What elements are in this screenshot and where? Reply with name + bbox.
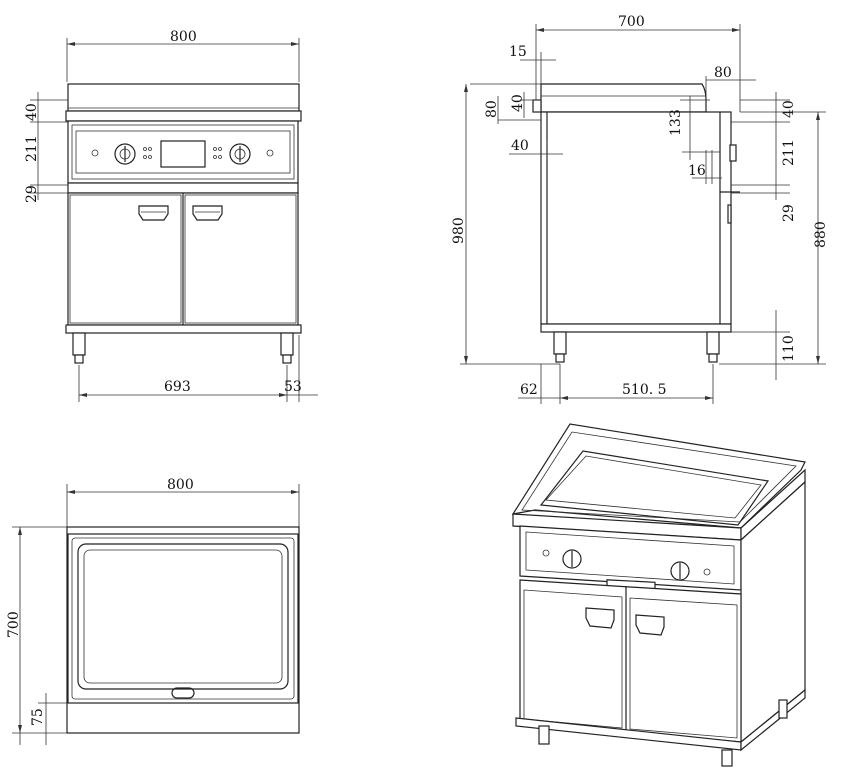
side-leg-h-label: 110 — [781, 335, 797, 362]
side-total-height-label: 980 — [451, 217, 467, 244]
top-width-label: 800 — [167, 477, 194, 493]
side-depth-label: 700 — [618, 14, 645, 30]
side-leg-offset-label: 62 — [520, 382, 538, 398]
side-body-h-label: 880 — [813, 221, 829, 248]
side-d16-label: 16 — [688, 163, 706, 179]
side-d133-label: 133 — [668, 109, 684, 136]
front-leg-span-label: 693 — [164, 379, 191, 395]
side-panel-h-label: 211 — [781, 139, 797, 166]
side-gap-h-label: 29 — [781, 204, 797, 222]
front-width-label: 800 — [170, 29, 197, 45]
front-view: 800 — [24, 29, 318, 402]
front-leg-offset-label: 53 — [284, 379, 302, 395]
front-h-panel-label: 211 — [24, 135, 40, 162]
isometric-view — [511, 423, 806, 767]
top-depth-label: 700 — [6, 611, 22, 638]
front-h-gap-label: 29 — [24, 185, 40, 203]
front-h-top-label: 40 — [24, 103, 40, 121]
side-d80-top-label: 80 — [714, 65, 732, 81]
side-view: 700 15 80 80 40 40 — [451, 14, 829, 404]
top-view: 800 700 75 — [6, 477, 300, 745]
side-d40-right-label: 40 — [781, 100, 797, 118]
side-leg-span-label: 510. 5 — [622, 382, 667, 398]
side-d40-bottom-label: 40 — [511, 138, 529, 154]
side-d40-left-label: 40 — [510, 94, 526, 112]
side-d80-left-label: 80 — [484, 100, 500, 118]
side-d15-label: 15 — [509, 44, 527, 60]
top-front-margin-label: 75 — [30, 708, 46, 726]
